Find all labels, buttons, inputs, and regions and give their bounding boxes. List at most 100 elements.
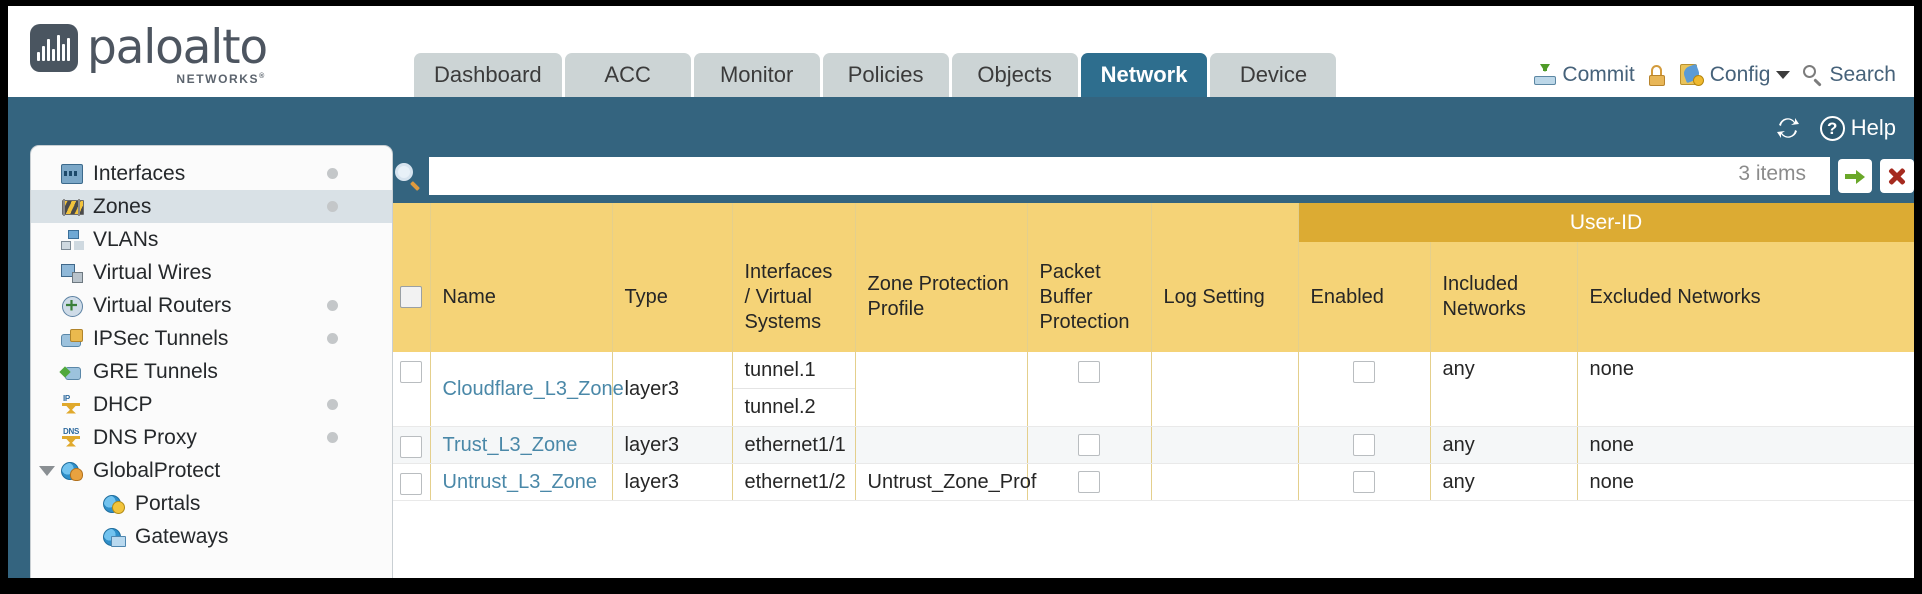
sidebar-dot-virtual-routers (327, 300, 338, 311)
table-row[interactable]: Trust_L3_Zone layer3 ethernet1/1 any (393, 426, 1914, 464)
user-id-enabled-checkbox[interactable] (1353, 471, 1375, 494)
sidebar-item-ipsec-tunnels[interactable]: IPSec Tunnels (31, 322, 392, 355)
column-header-packet-buffer-protection[interactable]: Packet Buffer Protection (1027, 242, 1152, 352)
cell-included-networks: any (1430, 352, 1578, 427)
sidebar-label-dhcp: DHCP (93, 392, 153, 416)
help-button[interactable]: ? Help (1819, 115, 1896, 141)
sidebar-dot-dhcp (327, 399, 338, 410)
search-input[interactable] (429, 157, 1830, 195)
tab-monitor[interactable]: Monitor (693, 53, 820, 97)
sidebar-item-globalprotect[interactable]: GlobalProtect (31, 454, 392, 487)
cell-zone-protection-profile (855, 352, 1028, 427)
sidebar-label-gre-tunnels: GRE Tunnels (93, 359, 218, 383)
column-header-log-setting[interactable]: Log Setting (1151, 242, 1299, 352)
cell-log-setting (1151, 426, 1299, 464)
user-id-enabled-checkbox[interactable] (1353, 434, 1375, 457)
tab-network[interactable]: Network (1080, 53, 1208, 97)
sidebar-item-virtual-routers[interactable]: Virtual Routers (31, 289, 392, 322)
search-clear-button[interactable] (1880, 159, 1914, 193)
table-row[interactable]: Untrust_L3_Zone layer3 ethernet1/2 Untru… (393, 463, 1914, 501)
user-id-enabled-checkbox[interactable] (1353, 360, 1375, 383)
column-header-excluded-networks[interactable]: Excluded Networks (1577, 242, 1914, 352)
cell-name: Cloudflare_L3_Zone (430, 352, 624, 427)
sidebar-label-virtual-wires: Virtual Wires (93, 260, 212, 284)
app-header: paloalto NETWORKS® Dashboard ACC Monitor… (8, 6, 1914, 97)
table-group-header-row: User-ID (393, 203, 1914, 242)
column-header-interfaces[interactable]: Interfaces / Virtual Systems (732, 242, 856, 352)
sidebar-item-dns-proxy[interactable]: DNS DNS Proxy (31, 421, 392, 454)
ipsec-tunnels-icon (61, 328, 83, 349)
sidebar-item-gre-tunnels[interactable]: GRE Tunnels (31, 355, 392, 388)
config-menu[interactable]: Config (1679, 63, 1791, 87)
zone-link[interactable]: Trust_L3_Zone (442, 433, 578, 456)
cell-type: layer3 (612, 352, 733, 427)
column-header-type[interactable]: Type (612, 242, 733, 352)
refresh-icon[interactable] (1775, 116, 1801, 140)
select-all-checkbox[interactable] (400, 286, 423, 309)
sidebar-item-virtual-wires[interactable]: Virtual Wires (31, 256, 392, 289)
select-all-header (393, 242, 431, 352)
commit-label: Commit (1562, 63, 1635, 86)
cell-excluded-networks: none (1577, 352, 1914, 427)
header-actions: Commit Config Search (1534, 63, 1896, 87)
packet-buffer-protection-checkbox[interactable] (1078, 434, 1100, 457)
search-button[interactable]: Search (1803, 63, 1896, 87)
sidebar-item-dhcp[interactable]: IP DHCP (31, 388, 392, 421)
cell-included-networks: any (1430, 463, 1578, 501)
cell-included-networks: any (1430, 426, 1578, 464)
cell-packet-buffer-protection (1027, 352, 1152, 427)
sidebar-label-dns-proxy: DNS Proxy (93, 425, 197, 449)
main-nav-tabs: Dashboard ACC Monitor Policies Objects N… (414, 53, 1337, 97)
help-label: Help (1850, 115, 1896, 140)
sidebar-item-interfaces[interactable]: Interfaces (31, 157, 392, 190)
sidebar-item-zones[interactable]: Zones (31, 190, 392, 223)
column-header-included-networks[interactable]: Included Networks (1430, 242, 1578, 352)
tab-acc[interactable]: ACC (564, 53, 691, 97)
group-spacer-7 (1151, 203, 1299, 242)
sidebar-label-interfaces: Interfaces (93, 161, 186, 185)
tab-device[interactable]: Device (1210, 53, 1337, 97)
chevron-down-icon[interactable] (39, 465, 55, 476)
cell-zone-protection-profile: Untrust_Zone_Prof (855, 463, 1036, 501)
paloalto-logo: paloalto NETWORKS® (30, 24, 268, 86)
page-toolbar: ? Help (1775, 115, 1896, 141)
lock-button[interactable] (1648, 64, 1667, 86)
column-header-zone-protection-profile[interactable]: Zone Protection Profile (855, 242, 1028, 352)
sidebar-label-globalprotect: GlobalProtect (93, 458, 221, 482)
search-label: Search (1829, 63, 1896, 86)
sidebar-item-gateways[interactable]: Gateways (31, 520, 392, 553)
virtual-routers-icon (61, 295, 83, 317)
vlans-icon (61, 229, 83, 250)
row-checkbox[interactable] (400, 435, 423, 458)
tab-dashboard[interactable]: Dashboard (414, 53, 562, 97)
packet-buffer-protection-checkbox[interactable] (1078, 471, 1100, 494)
zone-link[interactable]: Cloudflare_L3_Zone (442, 377, 624, 400)
cell-name: Untrust_L3_Zone (430, 463, 613, 501)
tab-policies[interactable]: Policies (822, 53, 949, 97)
row-checkbox[interactable] (400, 472, 423, 495)
sidebar-label-ipsec-tunnels: IPSec Tunnels (93, 326, 229, 350)
sidebar-label-gateways: Gateways (135, 524, 229, 548)
column-header-enabled[interactable]: Enabled (1298, 242, 1431, 352)
group-spacer-5 (855, 203, 1028, 242)
green-arrow-right-icon (1843, 164, 1867, 188)
group-spacer-2 (430, 203, 613, 242)
zones-icon (61, 197, 84, 217)
tab-objects[interactable]: Objects (951, 53, 1078, 97)
portals-icon (103, 494, 125, 514)
commit-button[interactable]: Commit (1534, 63, 1635, 87)
cell-interfaces: ethernet1/2 (732, 463, 856, 501)
search-go-button[interactable] (1838, 159, 1872, 193)
search-magnifier-icon[interactable] (395, 163, 421, 191)
sidebar-item-portals[interactable]: Portals (31, 487, 392, 520)
paloalto-logo-mark-icon (30, 24, 78, 72)
packet-buffer-protection-checkbox[interactable] (1078, 360, 1100, 383)
zone-link[interactable]: Untrust_L3_Zone (442, 470, 598, 493)
dns-proxy-icon: DNS (61, 427, 83, 448)
column-header-name[interactable]: Name (430, 242, 613, 352)
group-spacer-6 (1027, 203, 1152, 242)
cell-excluded-networks: none (1577, 463, 1914, 501)
sidebar-item-vlans[interactable]: VLANs (31, 223, 392, 256)
row-checkbox[interactable] (400, 360, 423, 383)
